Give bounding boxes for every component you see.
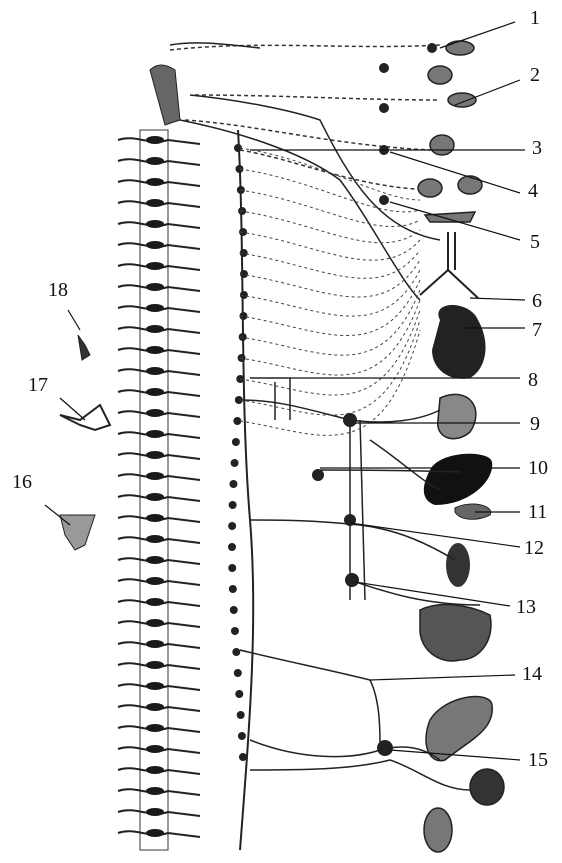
preganglionic-fiber <box>240 260 420 297</box>
stomach <box>438 394 476 438</box>
label-5: 5 <box>530 232 540 252</box>
chain-ganglion <box>230 606 238 614</box>
dorsal-root-ganglion <box>146 409 164 417</box>
preganglionic-fibers <box>240 148 420 435</box>
label-11: 11 <box>528 502 547 522</box>
label-4: 4 <box>528 181 538 201</box>
chain-ganglion <box>239 753 247 761</box>
dorsal-root-ganglion <box>146 640 164 648</box>
dorsal-root-ganglion <box>146 157 164 165</box>
chain-ganglion <box>229 585 237 593</box>
preganglionic-fiber <box>240 148 420 200</box>
dorsal-root-ganglion <box>146 619 164 627</box>
dorsal-root-ganglion <box>146 661 164 669</box>
dorsal-root-ganglion <box>146 535 164 543</box>
chain-ganglion <box>235 690 243 698</box>
dorsal-root-ganglion <box>146 472 164 480</box>
preganglionic-fiber <box>240 250 420 278</box>
dorsal-root-ganglion <box>146 682 164 690</box>
label-8: 8 <box>528 370 538 390</box>
head-organs <box>418 41 482 222</box>
heart <box>432 305 486 379</box>
label-1: 1 <box>530 8 540 28</box>
label-18: 18 <box>48 280 68 300</box>
chain-ganglion <box>228 522 236 530</box>
label-17: 17 <box>28 375 48 395</box>
chain-ganglion <box>228 564 236 572</box>
dorsal-root-ganglion <box>146 787 164 795</box>
preganglionic-fiber <box>240 270 420 316</box>
dorsal-root-ganglion <box>146 556 164 564</box>
preganglionic-fiber <box>240 290 420 355</box>
dorsal-root-ganglion <box>146 598 164 606</box>
chain-ganglion <box>228 543 236 551</box>
dorsal-root-ganglion <box>146 514 164 522</box>
dorsal-root-ganglion <box>146 388 164 396</box>
chain-ganglion <box>231 459 239 467</box>
chain-ganglion <box>229 501 237 509</box>
preganglionic-fiber <box>240 300 420 375</box>
dorsal-root-ganglion <box>146 304 164 312</box>
spinal-nerve-roots <box>118 136 200 837</box>
dorsal-root-ganglion <box>146 283 164 291</box>
label-15: 15 <box>528 750 548 770</box>
dorsal-root-ganglion <box>146 451 164 459</box>
dorsal-root-ganglion <box>146 808 164 816</box>
dorsal-root-ganglion <box>146 766 164 774</box>
label-12: 12 <box>524 538 544 558</box>
dorsal-root-ganglion <box>146 346 164 354</box>
dorsal-root-ganglion <box>146 199 164 207</box>
label-16: 16 <box>12 472 32 492</box>
dorsal-root-ganglion <box>146 367 164 375</box>
chain-ganglion <box>238 732 246 740</box>
dorsal-root-ganglion <box>146 745 164 753</box>
chain-ganglion <box>232 648 240 656</box>
dorsal-root-ganglion <box>146 136 164 144</box>
intestines <box>420 605 491 661</box>
label-6: 6 <box>532 291 542 311</box>
chain-ganglion <box>232 438 240 446</box>
dorsal-root-ganglion <box>146 325 164 333</box>
chain-ganglion <box>229 480 237 488</box>
label-14: 14 <box>522 664 542 684</box>
brainstem <box>150 65 180 125</box>
label-10: 10 <box>528 458 548 478</box>
prevertebral-ganglia <box>312 413 393 756</box>
dorsal-root-ganglion <box>146 262 164 270</box>
dorsal-root-ganglion <box>146 178 164 186</box>
kidney <box>446 543 470 587</box>
pelvic-organs <box>424 697 504 852</box>
label-13: 13 <box>516 597 536 617</box>
chain-ganglion <box>237 711 245 719</box>
label-3: 3 <box>532 138 542 158</box>
preganglionic-fiber <box>240 169 420 212</box>
cranial-nerves-solid <box>170 43 440 300</box>
preganglionic-fiber <box>240 232 420 260</box>
dorsal-root-ganglion <box>146 724 164 732</box>
label-7: 7 <box>532 320 542 340</box>
label-2: 2 <box>530 65 540 85</box>
liver <box>424 454 492 505</box>
inset-structures <box>60 335 110 550</box>
preganglionic-fiber <box>240 310 420 395</box>
dorsal-root-ganglion <box>146 577 164 585</box>
cranial-outflow <box>170 45 440 190</box>
trachea-bronchi <box>420 232 478 298</box>
dorsal-root-ganglion <box>146 220 164 228</box>
dorsal-root-ganglion <box>146 703 164 711</box>
dorsal-root-ganglion <box>146 241 164 249</box>
sympathetic-trunk <box>238 130 253 850</box>
chain-ganglion <box>231 627 239 635</box>
dorsal-root-ganglion <box>146 430 164 438</box>
preganglionic-fiber <box>240 330 420 435</box>
label-9: 9 <box>530 414 540 434</box>
dorsal-root-ganglion <box>146 493 164 501</box>
chain-ganglion <box>234 669 242 677</box>
dorsal-root-ganglion <box>146 829 164 837</box>
